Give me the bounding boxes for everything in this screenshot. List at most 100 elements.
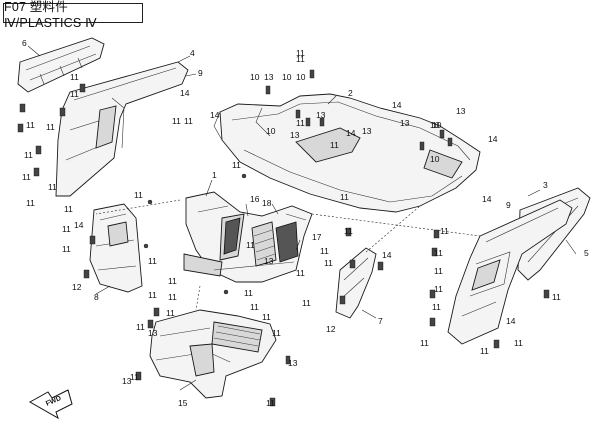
svg-text:11: 11 — [166, 308, 175, 318]
callout-3: 3 — [543, 180, 548, 190]
callout-16: 16 — [250, 194, 260, 204]
callout-18: 18 — [262, 198, 272, 208]
part-7-right-side-panel — [335, 247, 377, 319]
callout-labels: 1 2 3 4 5 6 7 8 9 9 10 10 10 10 11 12 12… — [22, 38, 589, 408]
callout-6: 6 — [22, 38, 27, 48]
svg-text:11: 11 — [330, 140, 339, 150]
svg-text:11: 11 — [434, 248, 443, 258]
repeated-callouts: 11 11 11 11 11 11 11 11 11 11 11 11 11 1… — [22, 48, 561, 408]
svg-text:11: 11 — [130, 372, 139, 382]
svg-text:14: 14 — [392, 100, 402, 110]
svg-text:11: 11 — [62, 224, 71, 234]
fastener-icons — [17, 69, 550, 407]
svg-text:10: 10 — [430, 120, 440, 130]
svg-text:11: 11 — [70, 89, 79, 99]
callout-10-d: 10 — [430, 154, 440, 164]
svg-text:11: 11 — [340, 192, 349, 202]
part-2-rear-body — [213, 93, 481, 213]
svg-text:13: 13 — [400, 118, 410, 128]
svg-text:11: 11 — [46, 122, 55, 132]
svg-text:13: 13 — [362, 126, 372, 136]
svg-text:11: 11 — [266, 398, 275, 408]
svg-text:10: 10 — [296, 72, 306, 82]
svg-text:13: 13 — [264, 256, 274, 266]
svg-text:11: 11 — [552, 292, 561, 302]
svg-text:11: 11 — [262, 312, 271, 322]
svg-text:11: 11 — [250, 302, 259, 312]
svg-text:11: 11 — [514, 338, 523, 348]
svg-text:11: 11 — [26, 198, 35, 208]
svg-text:11: 11 — [22, 172, 31, 182]
callout-13: 13 — [264, 72, 274, 82]
svg-text:11: 11 — [440, 226, 449, 236]
callout-10-c: 10 — [432, 120, 442, 130]
part-16-18-grilles — [251, 221, 299, 267]
callout-11: 11 — [70, 72, 79, 82]
svg-text:11: 11 — [320, 246, 329, 256]
svg-text:11: 11 — [172, 116, 181, 126]
callout-10-b: 10 — [282, 72, 292, 82]
svg-text:14: 14 — [482, 194, 492, 204]
callout-12-right: 12 — [326, 324, 336, 334]
fwd-arrow-icon: FWD — [28, 389, 73, 420]
svg-text:11: 11 — [26, 120, 35, 130]
part-6-trim — [17, 37, 105, 93]
svg-text:14: 14 — [382, 250, 392, 260]
part-15-footboard — [149, 309, 277, 399]
svg-text:11: 11 — [48, 182, 57, 192]
svg-text:11: 11 — [168, 292, 177, 302]
callout-4: 4 — [190, 48, 195, 58]
callout-14: 14 — [180, 88, 190, 98]
svg-text:14: 14 — [488, 134, 498, 144]
svg-text:14: 14 — [506, 316, 516, 326]
callout-9-left: 9 — [198, 68, 203, 78]
svg-text:11: 11 — [244, 288, 253, 298]
svg-text:11: 11 — [168, 276, 177, 286]
svg-text:11: 11 — [148, 256, 157, 266]
svg-text:14: 14 — [346, 128, 356, 138]
svg-text:11: 11 — [432, 302, 441, 312]
svg-text:10: 10 — [266, 126, 276, 136]
svg-text:11: 11 — [344, 226, 353, 236]
callout-5: 5 — [584, 248, 589, 258]
callout-8: 8 — [94, 292, 99, 302]
part-8-left-side-panel — [89, 203, 143, 293]
svg-text:14: 14 — [210, 110, 220, 120]
svg-text:11: 11 — [420, 338, 429, 348]
callout-10-a: 10 — [250, 72, 260, 82]
svg-text:13: 13 — [456, 106, 466, 116]
svg-text:11: 11 — [272, 328, 281, 338]
svg-text:11: 11 — [296, 268, 305, 278]
leader-lines — [27, 45, 577, 391]
svg-text:13: 13 — [290, 130, 300, 140]
svg-text:11: 11 — [232, 160, 241, 170]
svg-text:11: 11 — [434, 266, 443, 276]
callout-17: 17 — [312, 232, 322, 242]
svg-text:11: 11 — [184, 116, 193, 126]
svg-text:11: 11 — [62, 244, 71, 254]
svg-text:13: 13 — [316, 110, 326, 120]
callout-12-left: 12 — [72, 282, 82, 292]
callout-1: 1 — [212, 170, 217, 180]
callout-2: 2 — [348, 88, 353, 98]
svg-text:11: 11 — [296, 48, 305, 58]
callout-9-right: 9 — [506, 200, 511, 210]
svg-text:13: 13 — [288, 358, 298, 368]
svg-text:11: 11 — [148, 290, 157, 300]
svg-text:13: 13 — [122, 376, 132, 386]
callout-7: 7 — [378, 316, 383, 326]
svg-text:11: 11 — [24, 150, 33, 160]
svg-text:11: 11 — [296, 118, 305, 128]
svg-text:14: 14 — [74, 220, 84, 230]
svg-text:11: 11 — [302, 298, 311, 308]
svg-text:11: 11 — [434, 284, 443, 294]
svg-text:11: 11 — [134, 190, 143, 200]
svg-text:11: 11 — [64, 204, 73, 214]
svg-text:11: 11 — [296, 54, 305, 64]
svg-text:13: 13 — [148, 328, 158, 338]
svg-text:11: 11 — [136, 322, 145, 332]
svg-text:11: 11 — [246, 240, 255, 250]
callout-15: 15 — [178, 398, 188, 408]
